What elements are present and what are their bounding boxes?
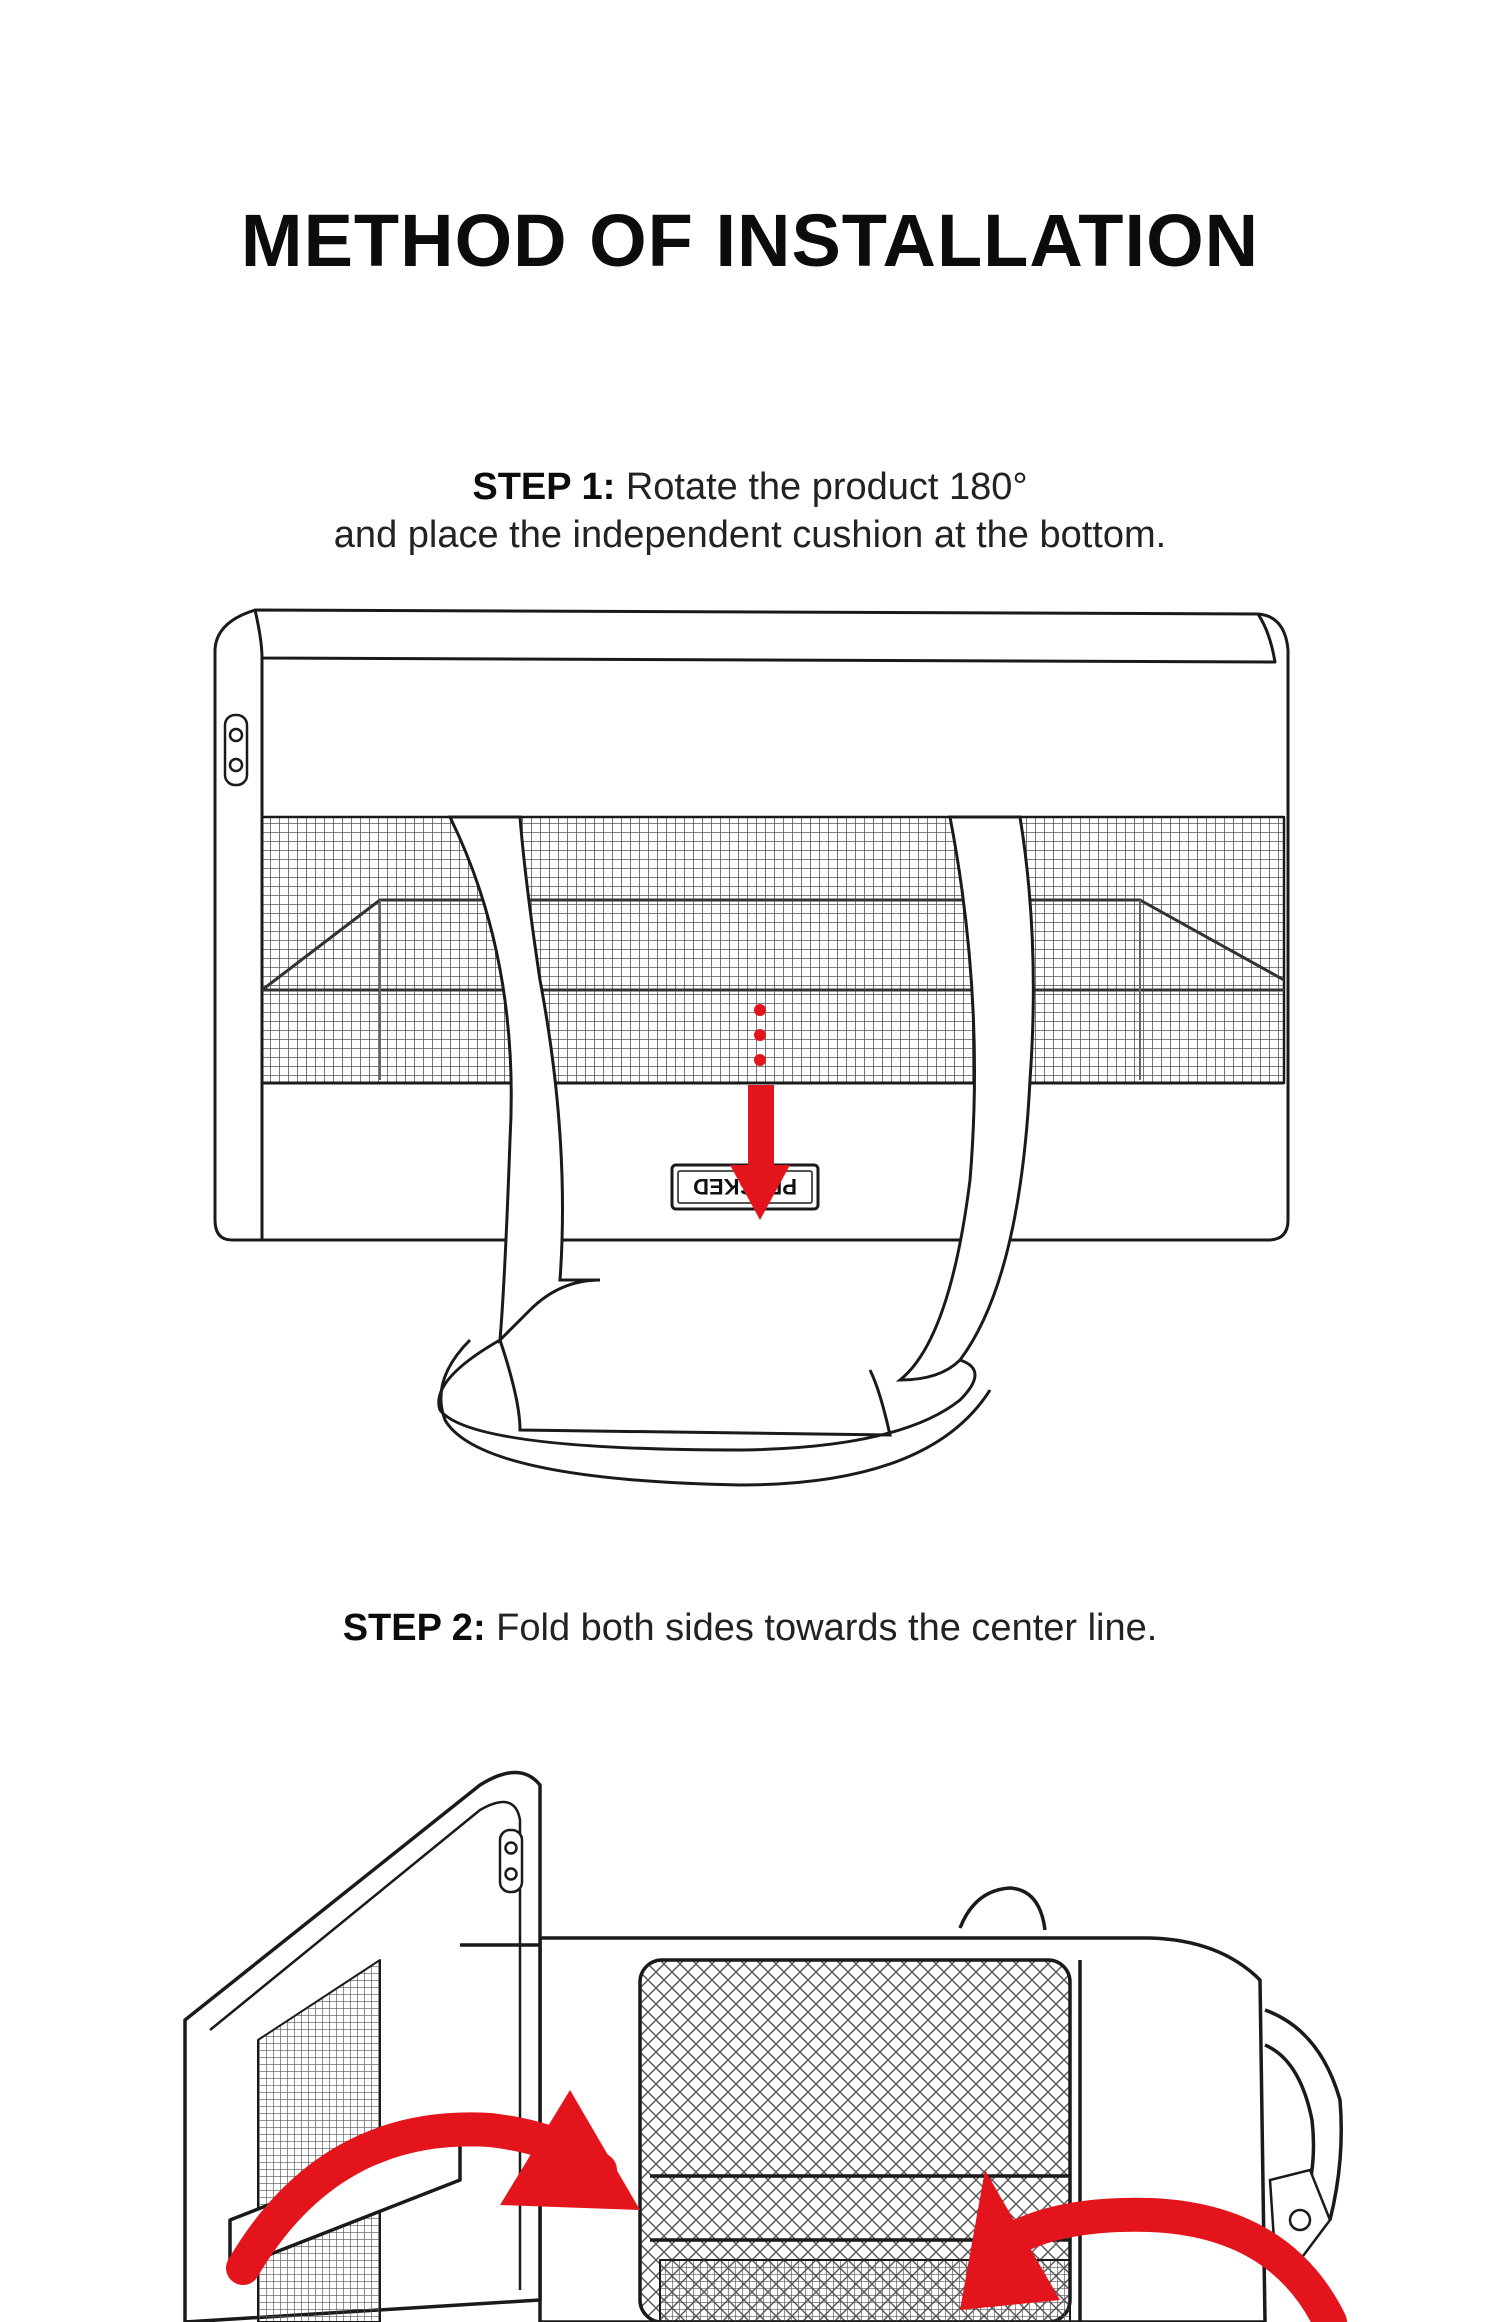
page-title: METHOD OF INSTALLATION bbox=[240, 199, 1260, 282]
step-1-illustration: PETSKED bbox=[213, 608, 1290, 1487]
step-1-caption: STEP 1: Rotate the product 180° and plac… bbox=[0, 463, 1500, 559]
step-2-text-line-1: Fold both sides towards the center line. bbox=[496, 1607, 1158, 1649]
carrier-handle bbox=[437, 815, 1035, 1487]
step-1-label: STEP 1: bbox=[472, 466, 616, 508]
step-1-text-line-1: Rotate the product 180° bbox=[625, 466, 1028, 508]
down-arrow-icon bbox=[730, 1004, 790, 1220]
zipper-pull-icon bbox=[498, 1828, 524, 1894]
step-1-text-line-2: and place the independent cushion at the… bbox=[333, 514, 1167, 556]
zipper-pull-icon bbox=[223, 713, 249, 787]
curved-arrow-heads bbox=[500, 2090, 1060, 2310]
step-1-line-1: STEP 1: Rotate the product 180° bbox=[0, 463, 1500, 511]
pet-carrier-rotated bbox=[213, 608, 1290, 1242]
step-2-caption: STEP 2: Fold both sides towards the cent… bbox=[0, 1604, 1500, 1652]
step-2-illustration bbox=[183, 1770, 1347, 2322]
step-2-label: STEP 2: bbox=[342, 1607, 486, 1649]
pet-carrier-unfolded bbox=[183, 1770, 1343, 2322]
